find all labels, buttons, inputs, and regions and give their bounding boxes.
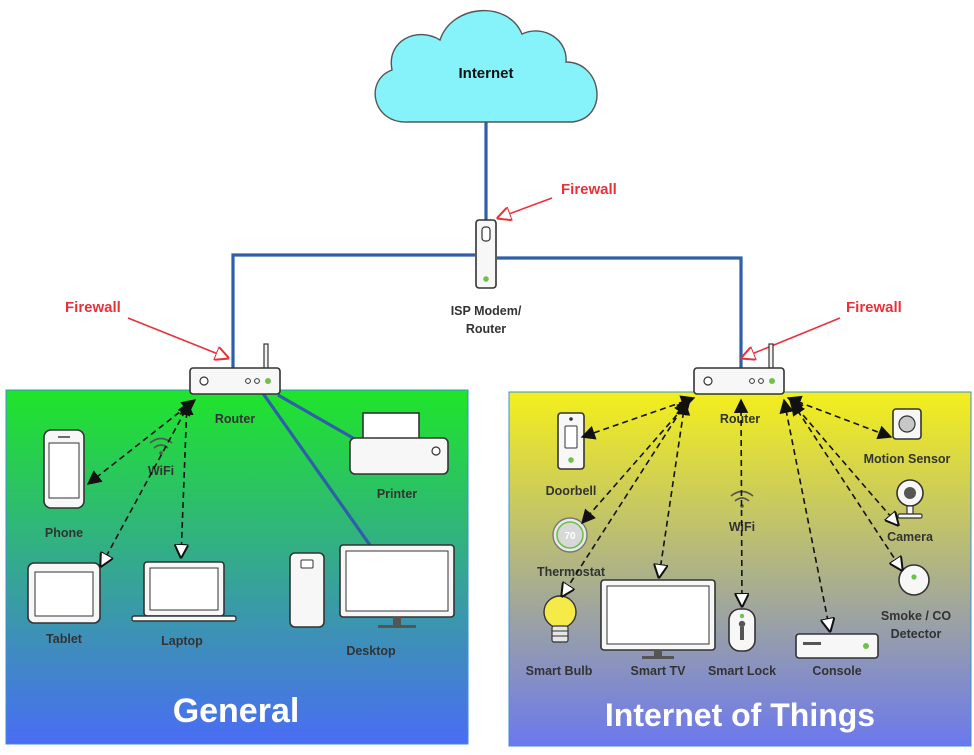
thermostat-icon: 70 bbox=[552, 517, 588, 553]
iot-router-label: Router bbox=[720, 412, 760, 426]
smart-tv-icon bbox=[600, 579, 716, 659]
firewall-label-general: Firewall bbox=[65, 299, 121, 316]
smart-tv-label: Smart TV bbox=[631, 664, 687, 678]
smart-bulb-label: Smart Bulb bbox=[526, 664, 593, 678]
iot-wifi-links bbox=[562, 395, 902, 631]
general-router-label: Router bbox=[215, 412, 255, 426]
firewall-label-iot: Firewall bbox=[846, 299, 902, 316]
firewall-label-isp: Firewall bbox=[561, 181, 617, 198]
general-wifi-links bbox=[86, 399, 197, 566]
wan-wiring bbox=[231, 122, 743, 549]
general-wifi-label: WiFi bbox=[148, 464, 174, 478]
firewall-arrow-general bbox=[127, 317, 228, 358]
smart-lock-icon bbox=[728, 608, 756, 652]
firewall-arrow-isp bbox=[498, 197, 553, 218]
motion-sensor-icon bbox=[892, 408, 922, 440]
laptop-icon bbox=[131, 561, 237, 622]
laptop-label: Laptop bbox=[161, 634, 203, 648]
console-icon bbox=[795, 633, 879, 659]
printer-icon bbox=[349, 412, 449, 475]
printer-label: Printer bbox=[377, 487, 417, 501]
isp-modem bbox=[475, 219, 497, 289]
camera-label: Camera bbox=[887, 530, 934, 544]
console-label: Console bbox=[812, 664, 861, 678]
smoke-detector-label-line2: Detector bbox=[891, 627, 942, 641]
smoke-detector-label-line1: Smoke / CO bbox=[881, 609, 951, 623]
smoke-detector-icon bbox=[898, 564, 930, 596]
phone-label: Phone bbox=[45, 526, 83, 540]
isp-label-line2: Router bbox=[466, 322, 506, 336]
tablet-label: Tablet bbox=[46, 632, 83, 646]
firewall-arrow-iot bbox=[742, 317, 841, 358]
doorbell-label: Doorbell bbox=[546, 484, 597, 498]
doorbell-icon bbox=[557, 412, 585, 470]
iot-zone-title: Internet of Things bbox=[605, 697, 875, 733]
internet-cloud: Internet bbox=[374, 10, 598, 123]
internet-label: Internet bbox=[458, 65, 513, 82]
smart-bulb-icon bbox=[543, 595, 577, 643]
desktop-label: Desktop bbox=[346, 644, 396, 658]
desktop-icon bbox=[289, 544, 455, 628]
thermostat-label: Thermostat bbox=[537, 565, 606, 579]
general-router bbox=[189, 343, 281, 395]
tablet-icon bbox=[27, 562, 101, 624]
iot-router bbox=[693, 343, 785, 395]
general-zone-title: General bbox=[173, 692, 300, 730]
motion-sensor-label: Motion Sensor bbox=[864, 452, 951, 466]
thermostat-reading: 70 bbox=[564, 531, 576, 542]
isp-label-line1: ISP Modem/ bbox=[451, 304, 522, 318]
phone-icon bbox=[43, 429, 85, 509]
isp-status-led bbox=[483, 276, 489, 282]
smart-lock-label: Smart Lock bbox=[708, 664, 776, 678]
